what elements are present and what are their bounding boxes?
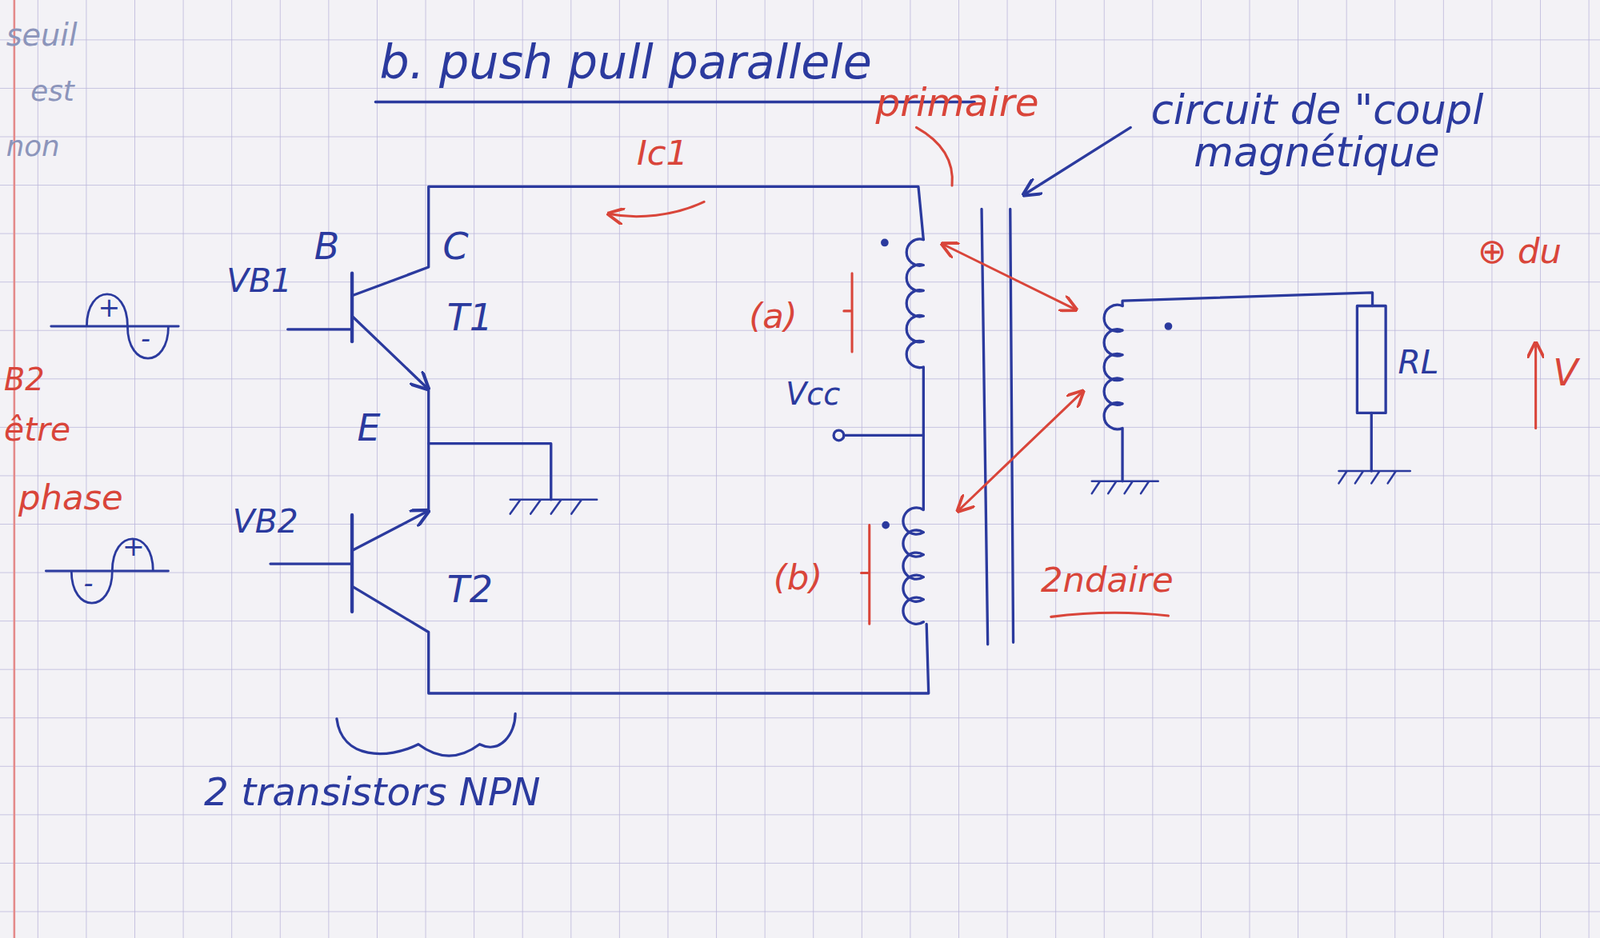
emitter-arrow [352,512,427,551]
current-arrow [610,201,704,216]
pin-name: E [356,408,380,449]
pin-name: B [314,226,340,268]
current-label: Ic1 [636,134,688,173]
brace [844,273,852,352]
base-lead [270,562,352,565]
dot [1165,324,1171,329]
margin-note: B2 [4,363,45,397]
vcc-tap [844,434,924,437]
ground-symbol [510,500,597,515]
annotation: circuit de "coupl [1151,88,1484,133]
polarity-sign: + [122,532,145,562]
annotation: magnétique [1193,130,1440,176]
primary-coil [903,239,924,624]
pin-name: C [443,226,469,268]
coupling-arrow [959,392,1082,511]
signal-name: Vcc [785,377,840,412]
polarity-sign: + [97,293,120,323]
winding-label: primaire [875,81,1039,124]
dot [883,522,888,528]
base-lead [288,328,352,331]
load-wire [1370,412,1373,472]
leader-arrow [1025,127,1131,194]
emitter-wire [427,388,430,511]
dot [882,240,888,245]
margin-note: être [4,412,71,448]
margin-note: est [30,75,75,107]
title: b. push pull parallele [379,36,872,89]
waveform [51,294,179,359]
polarity-sign: - [84,569,94,599]
polarity-sign: - [140,324,151,354]
core-line [981,208,988,644]
secondary-wire [1122,292,1373,307]
ground-wire [428,444,552,500]
underline [1051,612,1169,617]
brace [336,714,516,757]
waveform [45,539,168,604]
base-bar [350,273,354,342]
annotation: ⊕ du [1477,232,1562,272]
resistor-symbol [1356,306,1386,414]
ground-symbol [1338,471,1410,484]
part-name: T2 [447,569,493,611]
signal-name: V [1552,352,1578,394]
leader-arrow [916,127,952,186]
part-name: T1 [447,297,493,339]
part-name: RL [1397,344,1439,381]
margin-note: non [6,130,60,162]
base-bar [350,515,354,612]
winding-label: (a) [748,297,797,336]
terminal [833,430,844,441]
collector-wire [352,586,929,694]
collector-wire [352,186,924,296]
winding-label: (b) [773,559,823,598]
margin-note: seuil [6,18,78,52]
emitter-arrow [352,316,427,388]
winding-label: 2ndaire [1040,561,1174,600]
secondary-coil [1104,304,1123,482]
margin-note: phase [18,479,124,518]
coupling-arrow [944,244,1075,309]
ground-symbol [1092,481,1159,494]
core-line [1010,208,1014,643]
voltage-arrow [1534,344,1537,429]
signal-name: VB2 [232,504,299,540]
signal-name: VB1 [226,263,292,300]
brace [861,525,870,625]
annotation: 2 transistors NPN [204,771,540,814]
